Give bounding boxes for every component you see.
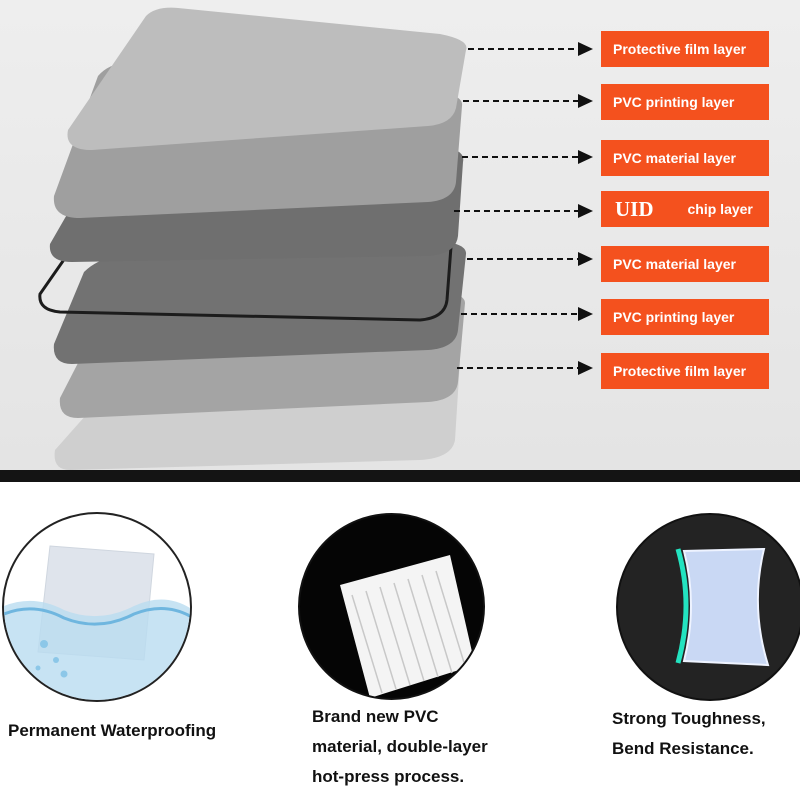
- card-layer-stack: [38, 7, 593, 470]
- connector-arrowheads: [578, 42, 593, 375]
- layer-sheet-1: [67, 7, 467, 150]
- uid-text: UID: [615, 196, 654, 221]
- arrowhead-icon: [578, 252, 593, 266]
- caption-waterproofing: Permanent Waterproofing: [8, 716, 216, 746]
- layer-label-pvc-material-bottom: PVC material layer: [601, 246, 769, 282]
- arrowhead-icon: [578, 307, 593, 321]
- layer-label-text: PVC material layer: [613, 256, 736, 272]
- layer-label-text: Protective film layer: [613, 363, 747, 379]
- arrowhead-icon: [578, 94, 593, 108]
- arrowhead-icon: [578, 42, 593, 56]
- layer-label-uid-chip: UID chip layer: [601, 191, 769, 227]
- section-divider: [0, 470, 800, 482]
- caption-line: material, double-layer: [312, 737, 488, 756]
- caption-line: Brand new PVC: [312, 707, 439, 726]
- layer-label-pvc-printing-bottom: PVC printing layer: [601, 299, 769, 335]
- layer-sheet-5: [53, 240, 467, 364]
- pvc-sheets-icon: [298, 513, 485, 700]
- arrowhead-icon: [578, 204, 593, 218]
- waterproof-card-icon: [2, 512, 192, 702]
- caption-toughness: Strong Toughness, Bend Resistance.: [612, 704, 766, 764]
- arrowhead-icon: [578, 150, 593, 164]
- caption-line: Strong Toughness,: [612, 709, 766, 728]
- caption-line: Permanent Waterproofing: [8, 721, 217, 740]
- layer-label-protective-film-top: Protective film layer: [601, 31, 769, 67]
- arrowhead-icon: [578, 361, 593, 375]
- layer-label-text: PVC material layer: [613, 150, 736, 166]
- layer-label-pvc-printing-top: PVC printing layer: [601, 84, 769, 120]
- layer-label-protective-film-bottom: Protective film layer: [601, 353, 769, 389]
- bent-card-icon: [616, 513, 800, 701]
- caption-line: Bend Resistance.: [612, 739, 754, 758]
- layer-label-text: PVC printing layer: [613, 94, 735, 110]
- caption-line: hot-press process.: [312, 767, 465, 786]
- layer-label-text: Protective film layer: [613, 41, 747, 57]
- caption-pvc-process: Brand new PVC material, double-layer hot…: [312, 702, 488, 792]
- layer-label-pvc-material-top: PVC material layer: [601, 140, 769, 176]
- layer-label-text: chip layer: [687, 201, 753, 217]
- layer-label-text: PVC printing layer: [613, 309, 735, 325]
- connector-lines: [454, 48, 578, 369]
